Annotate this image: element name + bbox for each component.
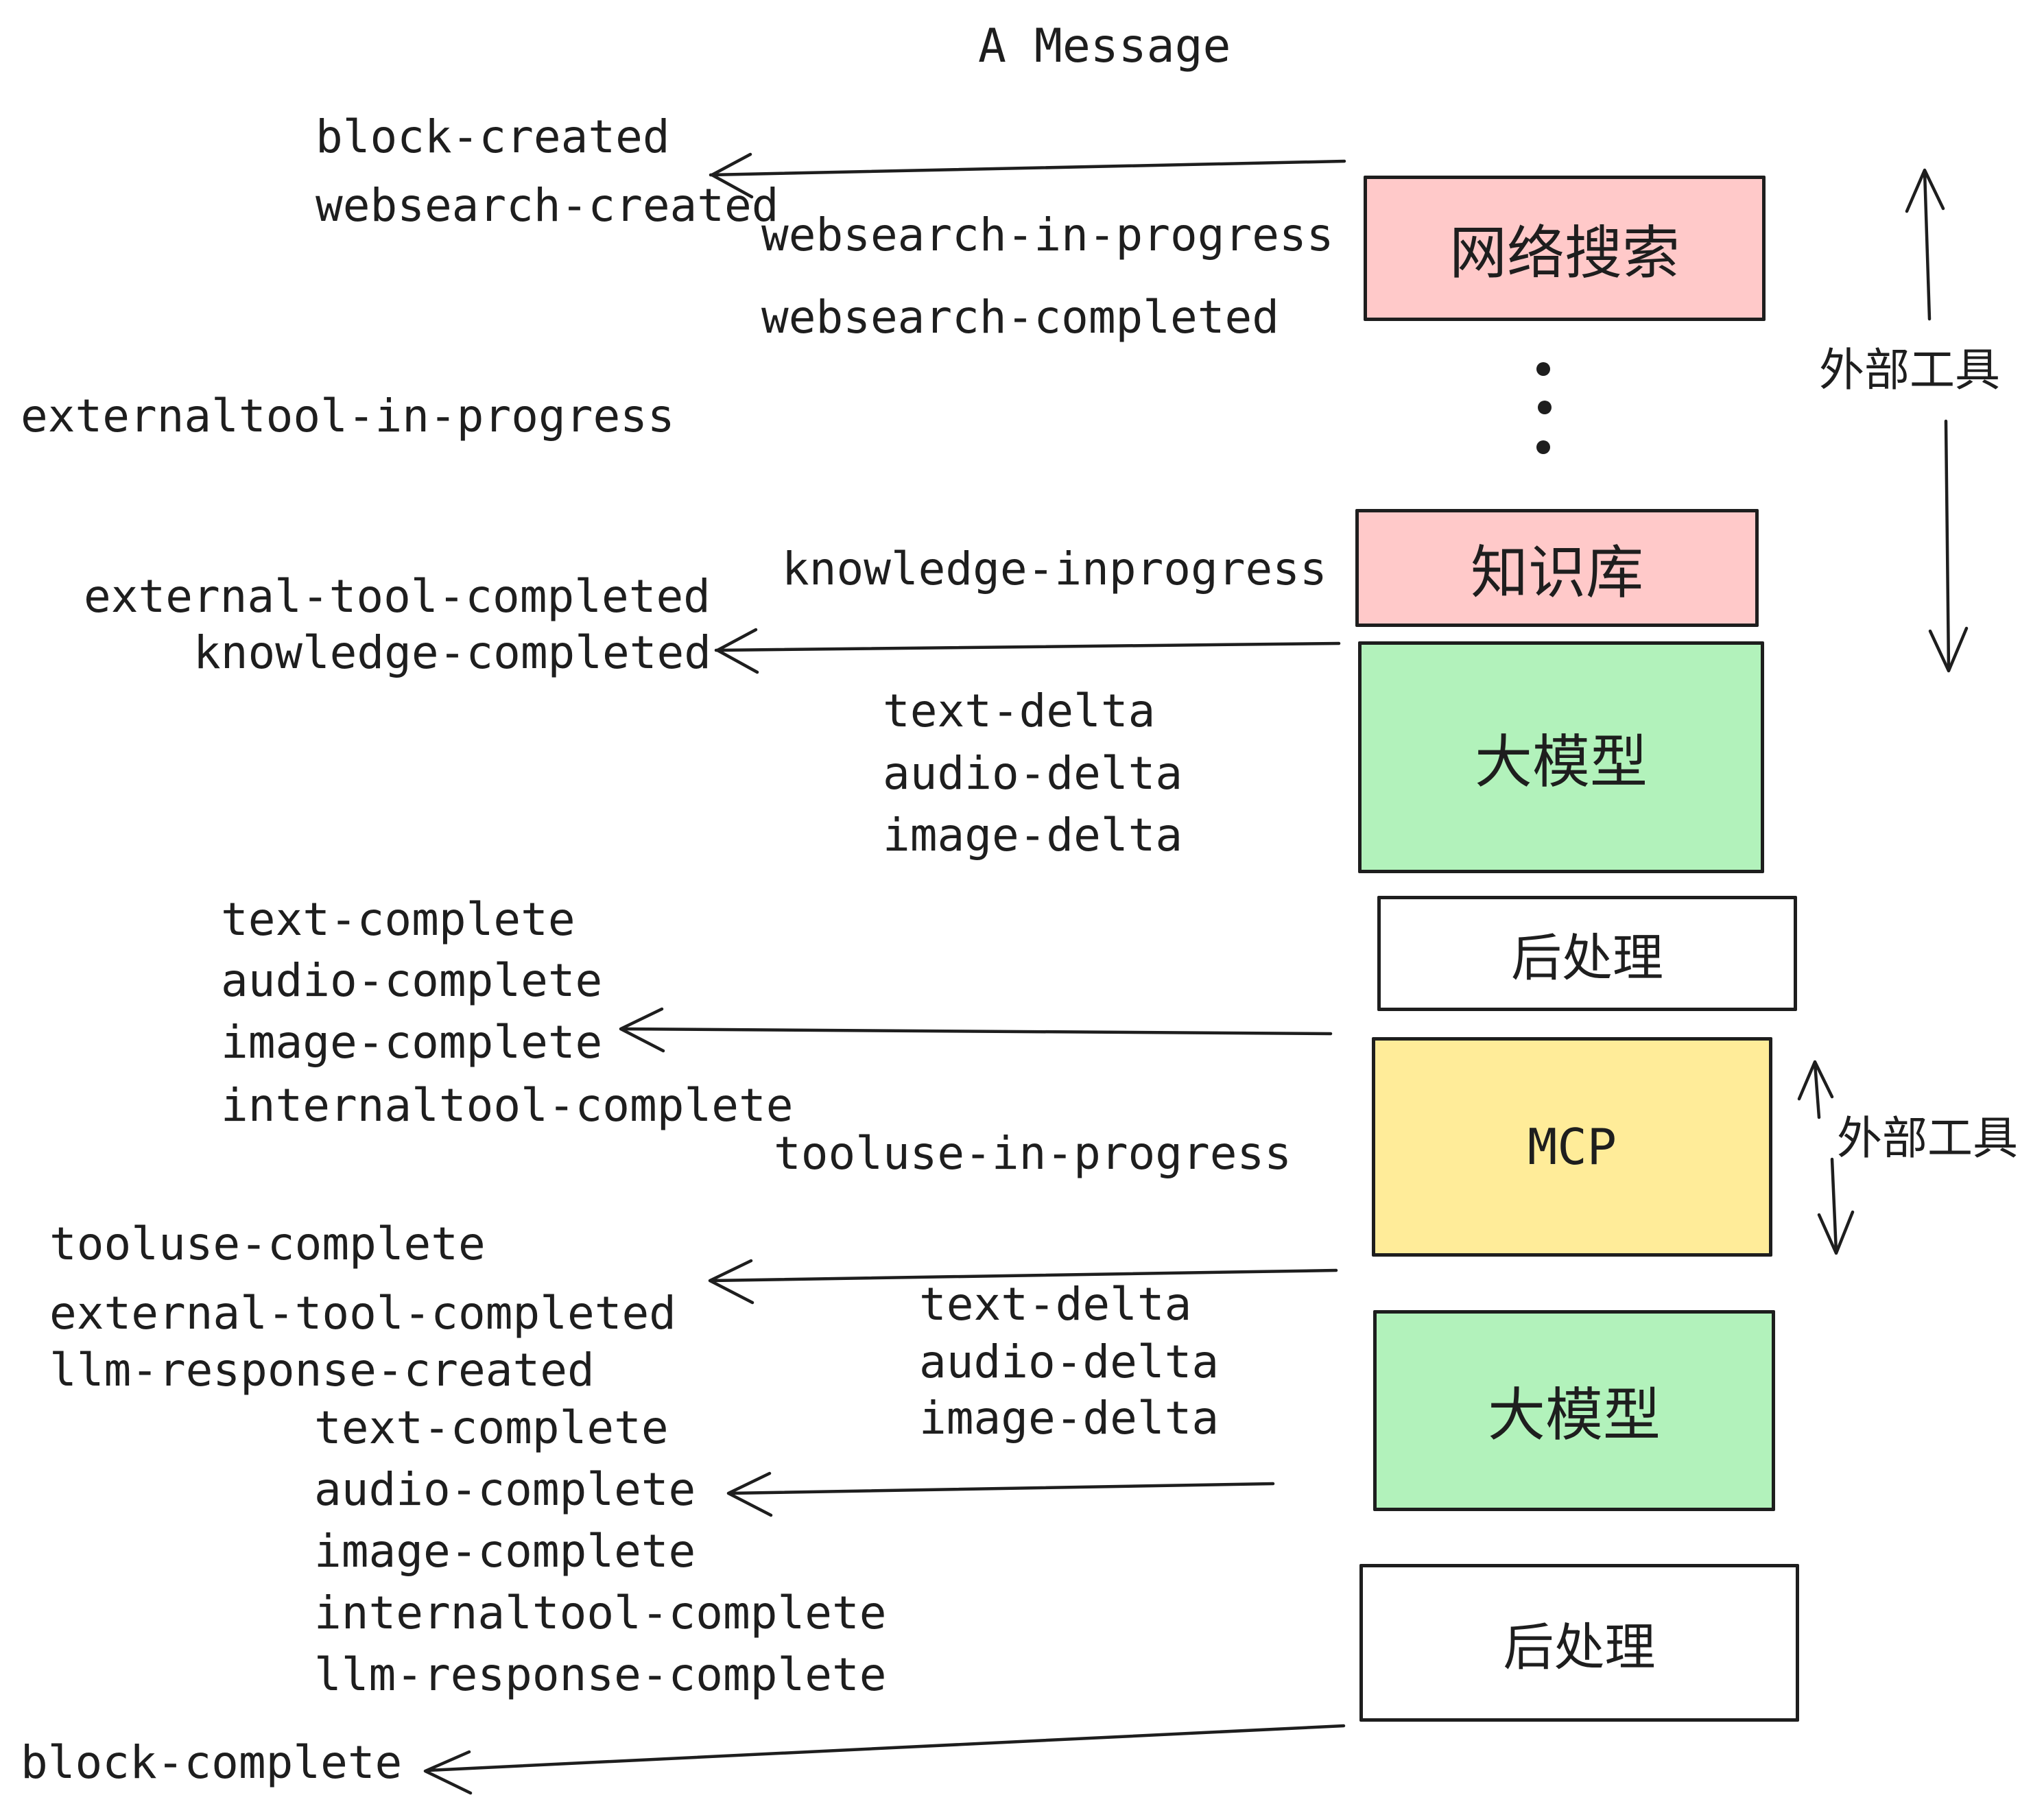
event-label-audio-complete-2: audio-complete [314,1463,696,1516]
box-mcp: MCP [1372,1037,1772,1257]
event-label-tooluse-complete: tooluse-complete [49,1218,486,1270]
event-label-knowledge-completed: knowledge-completed [193,626,711,679]
external-tools-span-arrow-up [1905,168,1945,321]
event-label-text-complete-1: text-complete [221,893,575,946]
box-knowledge-label: 知识库 [1470,538,1643,606]
event-label-image-delta-1: image-delta [883,809,1183,862]
event-label-image-delta-2: image-delta [919,1392,1220,1445]
event-label-text-delta-2: text-delta [919,1278,1192,1331]
event-label-websearch-completed: websearch-completed [761,291,1279,344]
box-knowledge: 知识库 [1355,509,1759,627]
external-tools-span-arrow-down [1928,419,1969,673]
box-llm-1-label: 大模型 [1474,728,1648,796]
event-label-text-delta-1: text-delta [883,685,1156,737]
event-label-image-complete-1: image-complete [221,1016,603,1069]
box-websearch: 网络搜索 [1364,176,1766,321]
box-mcp-label: MCP [1527,1118,1617,1176]
event-label-external-tool-completed-2: external-tool-completed [49,1287,676,1340]
event-label-internaltool-complete-1: internaltool-complete [221,1079,794,1132]
arrow-to-knowledge-completed [714,628,1341,674]
event-label-llm-response-complete: llm-response-complete [314,1648,887,1701]
event-label-image-complete-2: image-complete [314,1525,696,1578]
side-label-external-tools-top: 外部工具 [1819,344,2000,396]
side-label-external-tools-mcp: 外部工具 [1837,1112,2018,1165]
box-post-processing-2-label: 后处理 [1503,1617,1656,1677]
event-label-audio-delta-1: audio-delta [883,747,1183,800]
event-label-internaltool-complete-2: internaltool-complete [314,1587,887,1639]
event-label-text-complete-2: text-complete [314,1401,669,1454]
box-llm-2: 大模型 [1373,1310,1775,1511]
arrow-to-block-complete [423,1724,1346,1795]
page-title: A Message [978,19,1231,73]
event-label-externaltool-in-progress: externaltool-in-progress [21,390,675,442]
event-label-block-complete: block-complete [21,1736,403,1789]
box-websearch-label: 网络搜索 [1449,219,1680,287]
event-label-websearch-created: websearch-created [316,179,779,232]
arrow-to-audio-complete [726,1471,1275,1517]
box-post-processing-1-label: 后处理 [1511,928,1663,988]
event-label-llm-response-created: llm-response-created [49,1344,595,1397]
event-label-websearch-in-progress: websearch-in-progress [761,209,1334,261]
arrow-to-image-complete [619,1007,1333,1053]
external-tools-mcp-span-arrow-down [1817,1157,1855,1255]
arrow-to-websearch-created [709,152,1346,199]
box-llm-1: 大模型 [1358,641,1764,873]
vertical-ellipsis-icon [1536,362,1552,454]
box-llm-2-label: 大模型 [1487,1381,1661,1449]
box-post-processing-1: 后处理 [1377,896,1797,1011]
event-label-tooluse-in-progress: tooluse-in-progress [774,1127,1292,1180]
event-label-block-created: block-created [316,110,670,163]
event-label-audio-complete-1: audio-complete [221,954,603,1007]
event-label-knowledge-inprogress: knowledge-inprogress [782,543,1327,595]
event-label-audio-delta-2: audio-delta [919,1336,1220,1388]
box-post-processing-2: 后处理 [1359,1564,1799,1722]
event-label-external-tool-completed: external-tool-completed [84,570,711,623]
external-tools-mcp-span-arrow-up [1797,1060,1834,1119]
